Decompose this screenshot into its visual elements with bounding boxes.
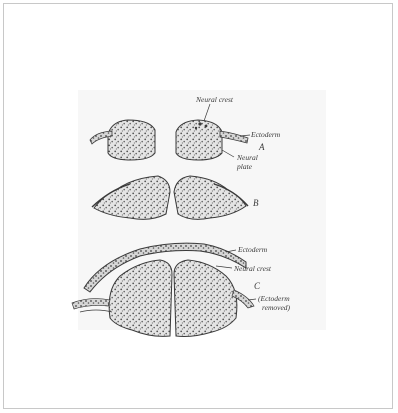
stage-a-left-fold	[108, 120, 155, 160]
stage-a-right-fold	[176, 120, 222, 160]
label-stage-a: A	[258, 142, 265, 152]
label-neural-plate-2: plate	[236, 162, 253, 171]
label-ectoderm-c: Ectoderm	[237, 245, 268, 254]
label-neural-plate-1: Neural	[236, 153, 258, 162]
label-neural-crest-c: Neural crest	[233, 264, 272, 273]
label-ectoderm-removed-2: removed)	[262, 303, 291, 312]
label-stage-b: B	[253, 198, 259, 208]
label-neural-crest-a: Neural crest	[195, 95, 234, 104]
label-stage-c: C	[254, 281, 261, 291]
label-ectoderm-removed-1: (Ectoderm	[258, 294, 290, 303]
label-ectoderm-a: Ectoderm	[250, 130, 281, 139]
